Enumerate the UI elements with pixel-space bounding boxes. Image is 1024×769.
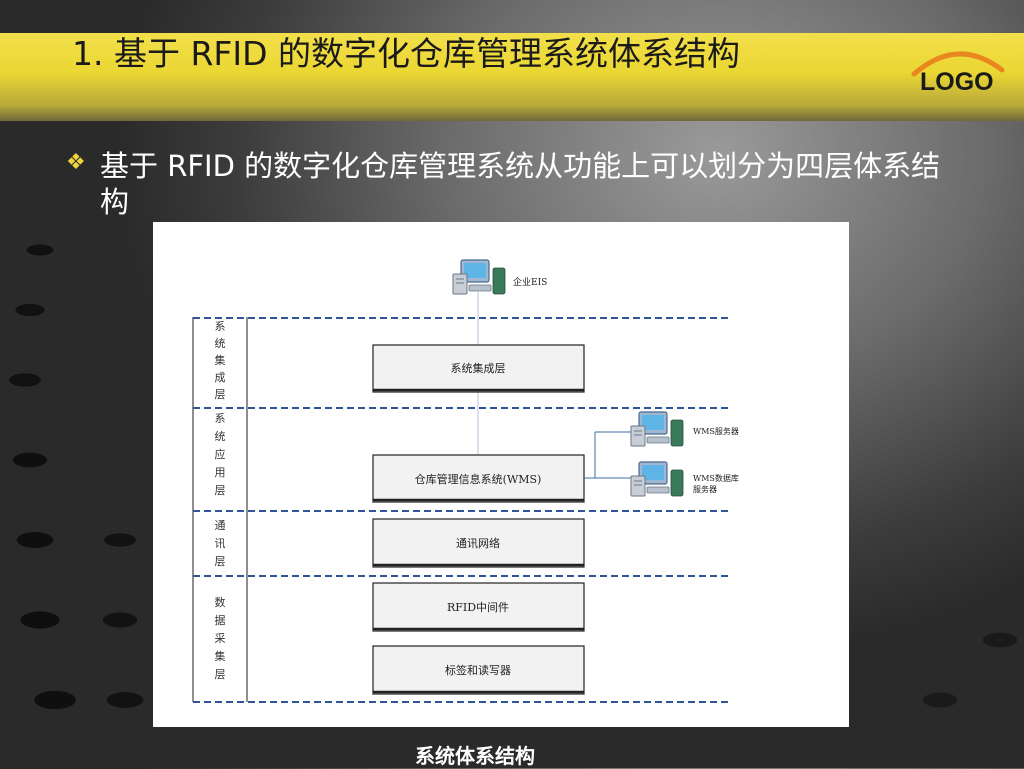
diagram-caption: 系统体系结构 bbox=[415, 744, 535, 768]
svg-text:层: 层 bbox=[215, 555, 226, 568]
layer-label-communication: 通 讯 层 bbox=[215, 519, 226, 568]
title-band bbox=[0, 33, 1024, 121]
svg-text:集: 集 bbox=[215, 649, 226, 663]
wms-server-label: WMS服务器 bbox=[693, 426, 739, 436]
logo: LOGO bbox=[908, 40, 1008, 110]
svg-text:层: 层 bbox=[215, 668, 226, 681]
svg-text:讯: 讯 bbox=[215, 537, 226, 550]
logo-arc-icon bbox=[911, 51, 1005, 77]
diagram-canvas: 企业EIS 系 统 集 成 层 系 统 应 用 层 通 讯 层 bbox=[192, 259, 741, 703]
svg-text:仓库管理信息系统(WMS): 仓库管理信息系统(WMS) bbox=[415, 472, 542, 486]
layer-label-integration: 系 统 集 成 层 bbox=[215, 320, 226, 401]
svg-text:应: 应 bbox=[215, 447, 226, 461]
eis-label: 企业EIS bbox=[513, 276, 547, 288]
svg-text:层: 层 bbox=[215, 388, 226, 401]
svg-text:系: 系 bbox=[215, 412, 226, 425]
svg-text:通: 通 bbox=[215, 519, 226, 532]
svg-text:统: 统 bbox=[215, 337, 226, 350]
eis-computer-icon bbox=[452, 259, 506, 295]
wms-db-server-label: WMS数据库 服务器 bbox=[693, 473, 741, 494]
svg-text:采: 采 bbox=[215, 632, 226, 645]
svg-text:数: 数 bbox=[215, 596, 226, 609]
layer-label-application: 系 统 应 用 层 bbox=[215, 412, 226, 497]
svg-text:系: 系 bbox=[215, 320, 226, 333]
box-system-integration: 系统集成层 bbox=[372, 344, 585, 393]
box-rfid-middleware: RFID中间件 bbox=[372, 582, 585, 632]
svg-text:层: 层 bbox=[215, 484, 226, 497]
wms-server-computer-icon bbox=[630, 411, 684, 447]
svg-text:集: 集 bbox=[215, 353, 226, 367]
svg-text:系统集成层: 系统集成层 bbox=[451, 361, 506, 375]
svg-text:据: 据 bbox=[215, 613, 226, 627]
svg-text:RFID中间件: RFID中间件 bbox=[447, 601, 509, 614]
logo-text: LOGO bbox=[920, 68, 994, 96]
slide-title: 1. 基于 RFID 的数字化仓库管理系统体系结构 bbox=[72, 34, 741, 73]
svg-text:通讯网络: 通讯网络 bbox=[456, 536, 500, 550]
wms-db-server-computer-icon bbox=[630, 461, 684, 497]
diamond-four-petal-icon: ❖ bbox=[66, 150, 86, 175]
box-communication-network: 通讯网络 bbox=[372, 518, 585, 568]
svg-text:用: 用 bbox=[215, 466, 226, 479]
svg-text:成: 成 bbox=[215, 371, 226, 384]
box-tags-readers: 标签和读写器 bbox=[372, 645, 585, 695]
svg-text:统: 统 bbox=[215, 430, 226, 443]
architecture-diagram: 企业EIS 系 统 集 成 层 系 统 应 用 层 通 讯 层 bbox=[153, 222, 849, 727]
svg-text:标签和读写器: 标签和读写器 bbox=[445, 663, 511, 677]
bullet-text: 基于 RFID 的数字化仓库管理系统从功能上可以划分为四层体系结构 bbox=[100, 149, 941, 219]
box-wms: 仓库管理信息系统(WMS) bbox=[372, 454, 585, 503]
layer-label-data-collection: 数 据 采 集 层 bbox=[215, 596, 226, 681]
